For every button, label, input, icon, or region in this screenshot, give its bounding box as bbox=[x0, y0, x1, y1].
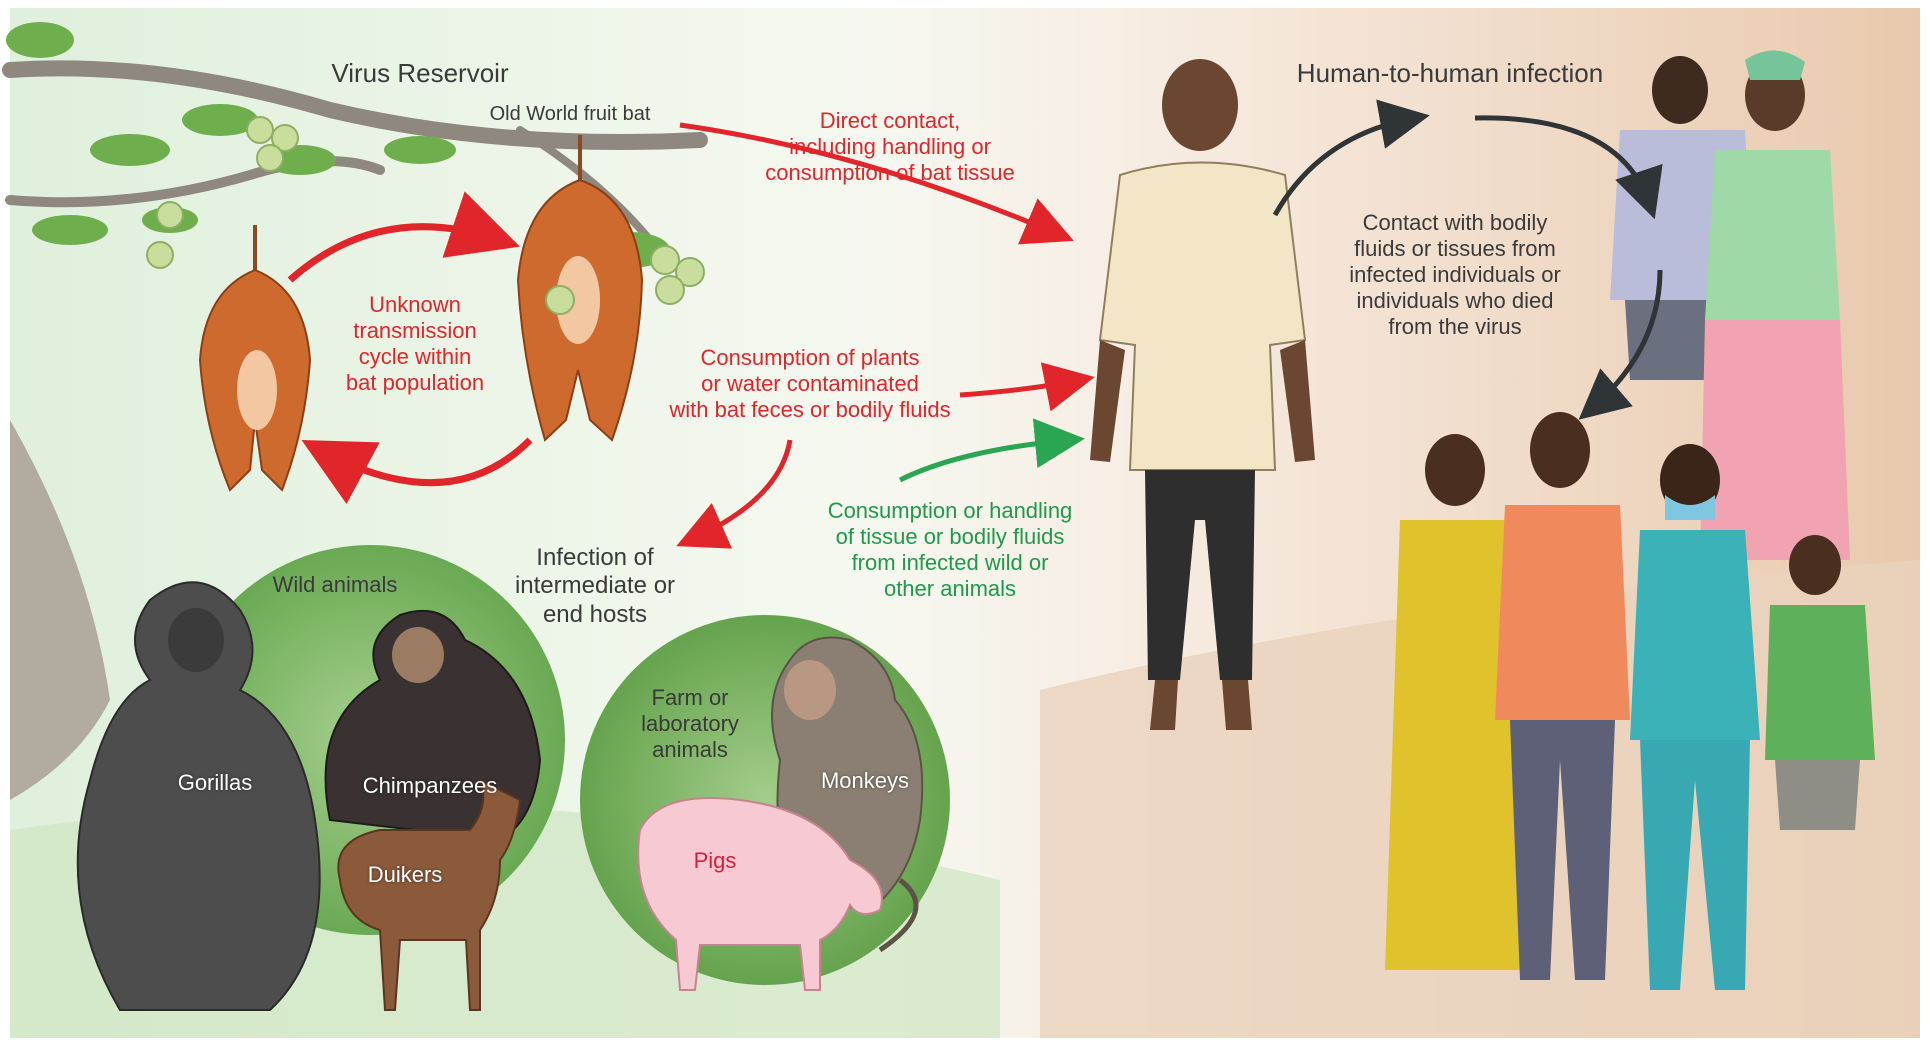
farm-animals-label: Farm or laboratory animals bbox=[610, 685, 770, 763]
consumption-plants-label: Consumption of plants or water contamina… bbox=[630, 345, 990, 423]
human-to-human-title: Human-to-human infection bbox=[1270, 58, 1630, 89]
wild-animals-label: Wild animals bbox=[240, 572, 430, 598]
direct-contact-label: Direct contact, including handling or co… bbox=[730, 108, 1050, 186]
duikers-label: Duikers bbox=[345, 862, 465, 888]
contact-bodily-label: Contact with bodily fluids or tissues fr… bbox=[1310, 210, 1600, 340]
pigs-label: Pigs bbox=[670, 848, 760, 874]
chimpanzees-label: Chimpanzees bbox=[340, 773, 520, 799]
consumption-handling-label: Consumption or handling of tissue or bod… bbox=[790, 498, 1110, 602]
unknown-cycle-label: Unknown transmission cycle within bat po… bbox=[320, 292, 510, 396]
virus-reservoir-title: Virus Reservoir bbox=[320, 58, 520, 89]
gorillas-label: Gorillas bbox=[150, 770, 280, 796]
intermediate-hosts-label: Infection of intermediate or end hosts bbox=[480, 544, 710, 629]
fruit-bat-label: Old World fruit bat bbox=[460, 103, 680, 127]
monkeys-label: Monkeys bbox=[800, 768, 930, 794]
